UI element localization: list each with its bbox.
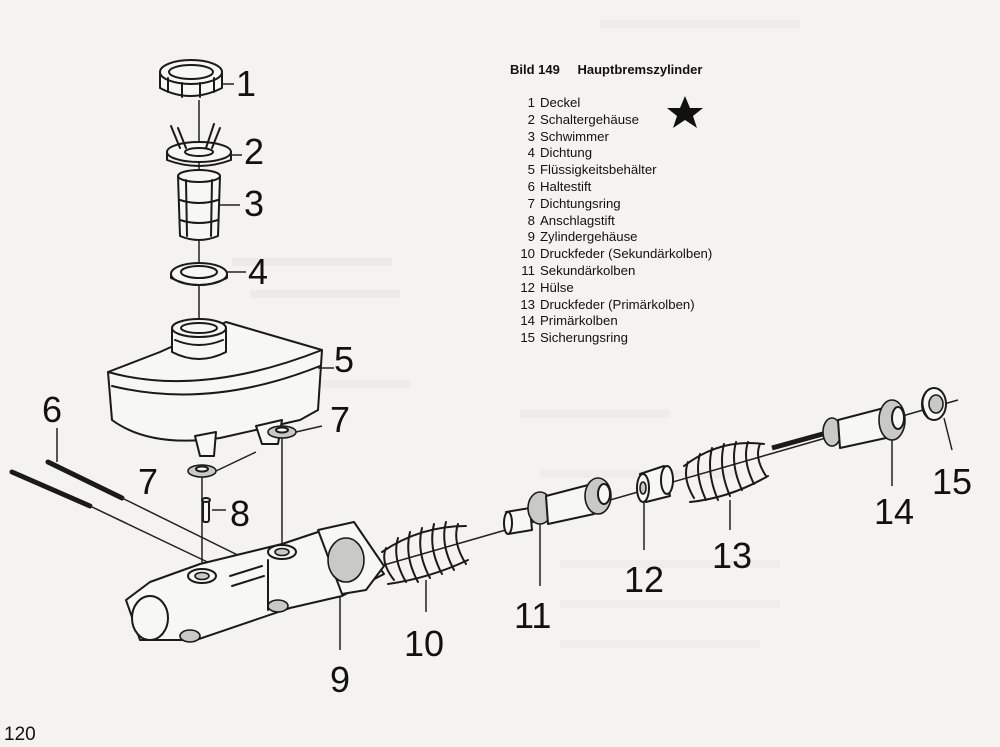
callout-5: 5 bbox=[334, 339, 354, 380]
part-secondary-piston bbox=[503, 477, 612, 535]
legend-item-number: 13 bbox=[520, 296, 535, 312]
callout-9: 9 bbox=[330, 659, 350, 700]
part-switch-housing bbox=[166, 123, 232, 167]
legend-item-number: 10 bbox=[520, 246, 535, 262]
part-seal bbox=[170, 262, 228, 286]
callout-15: 15 bbox=[932, 461, 972, 502]
part-secondary-spring bbox=[381, 521, 469, 585]
callout-8: 8 bbox=[230, 493, 250, 534]
callout-13: 13 bbox=[712, 535, 752, 576]
part-sleeve bbox=[636, 465, 674, 503]
legend-item-number: 6 bbox=[527, 178, 535, 194]
legend-item: 8 Anschlagstift bbox=[516, 213, 712, 230]
part-primary-spring bbox=[683, 441, 769, 503]
figure-title: Hauptbremszylinder bbox=[577, 62, 703, 77]
legend-item-label: Dichtung bbox=[540, 145, 593, 161]
legend-item: 2 Schaltergehäuse bbox=[516, 112, 712, 129]
legend-item-number: 1 bbox=[527, 95, 535, 110]
star-icon bbox=[667, 96, 703, 128]
legend-item: 12 Hülse bbox=[516, 280, 712, 297]
callout-14: 14 bbox=[874, 491, 914, 532]
leader-15 bbox=[943, 417, 953, 451]
callout-2: 2 bbox=[244, 131, 264, 172]
legend-item-number: 5 bbox=[527, 162, 535, 178]
legend-item-label: Sicherungsring bbox=[540, 330, 628, 346]
legend-item: 11 Sekundärkolben bbox=[516, 263, 712, 280]
callout-7b: 7 bbox=[330, 399, 350, 440]
part-circlip bbox=[921, 387, 947, 421]
legend-item: 14 Primärkolben bbox=[516, 313, 712, 330]
legend-item: 3 Schwimmer bbox=[516, 129, 712, 146]
legend-item: 4 Dichtung bbox=[516, 145, 712, 162]
legend-item-label: Zylindergehäuse bbox=[540, 229, 638, 245]
legend-item-label: Hülse bbox=[540, 279, 574, 295]
pin-axis-line bbox=[89, 505, 221, 569]
legend-item-number: 15 bbox=[520, 330, 535, 346]
callout-6: 6 bbox=[42, 389, 62, 430]
legend-item-number: 14 bbox=[520, 313, 535, 329]
legend-item-number: 11 bbox=[521, 262, 535, 278]
legend-item-label: Sekundärkolben bbox=[540, 262, 636, 278]
leader-7a bbox=[215, 451, 257, 472]
legend-item-number: 8 bbox=[527, 212, 535, 228]
callout-4: 4 bbox=[248, 251, 268, 292]
legend-item-number: 4 bbox=[527, 145, 535, 161]
legend-item-label: Schwimmer bbox=[540, 128, 609, 144]
legend-item-number: 7 bbox=[527, 195, 535, 211]
legend-item: 15 Sicherungsring bbox=[516, 330, 712, 347]
legend-item: 5 Flüssigkeitsbehälter bbox=[516, 162, 712, 179]
legend-item: 6 Haltestift bbox=[516, 179, 712, 196]
legend-item-label: Druckfeder (Primärkolben) bbox=[540, 296, 695, 312]
legend-item-label: Deckel bbox=[540, 95, 581, 110]
callout-7a: 7 bbox=[138, 461, 158, 502]
figure-caption: Bild 149 Hauptbremszylinder bbox=[510, 62, 702, 77]
legend-item: 13 Druckfeder (Primärkolben) bbox=[516, 297, 712, 314]
part-cylinder-housing bbox=[125, 521, 385, 643]
legend-item-label: Dichtungsring bbox=[540, 195, 621, 211]
legend-item: 10 Druckfeder (Sekundärkolben) bbox=[516, 246, 712, 263]
callout-11: 11 bbox=[514, 595, 551, 636]
legend-item-number: 9 bbox=[527, 229, 535, 245]
callout-1: 1 bbox=[236, 63, 256, 104]
callout-10: 10 bbox=[404, 623, 444, 664]
legend-item-label: Schaltergehäuse bbox=[540, 111, 639, 127]
legend-item-label: Anschlagstift bbox=[540, 212, 615, 228]
legend-item: 1 Deckel bbox=[516, 95, 712, 112]
part-stop-pin bbox=[201, 497, 211, 523]
legend-item-number: 2 bbox=[527, 111, 535, 127]
page-number: 120 bbox=[4, 724, 36, 745]
part-primary-piston bbox=[771, 399, 906, 451]
legend-item-label: Haltestift bbox=[540, 178, 592, 194]
legend-item-number: 3 bbox=[527, 128, 535, 144]
legend-item: 7 Dichtungsring bbox=[516, 196, 712, 213]
callout-12: 12 bbox=[624, 559, 664, 600]
legend-item-label: Primärkolben bbox=[540, 313, 618, 329]
legend-item-number: 12 bbox=[520, 279, 535, 295]
figure-number: Bild 149 bbox=[510, 62, 560, 77]
legend-item: 9 Zylindergehäuse bbox=[516, 229, 712, 246]
leader-7b bbox=[295, 425, 323, 433]
part-retaining-pins bbox=[9, 459, 125, 509]
legend-item-label: Flüssigkeitsbehälter bbox=[540, 162, 657, 178]
part-float bbox=[177, 169, 221, 241]
callout-3: 3 bbox=[244, 183, 264, 224]
part-cap bbox=[159, 59, 223, 98]
legend-item-label: Druckfeder (Sekundärkolben) bbox=[540, 246, 713, 262]
